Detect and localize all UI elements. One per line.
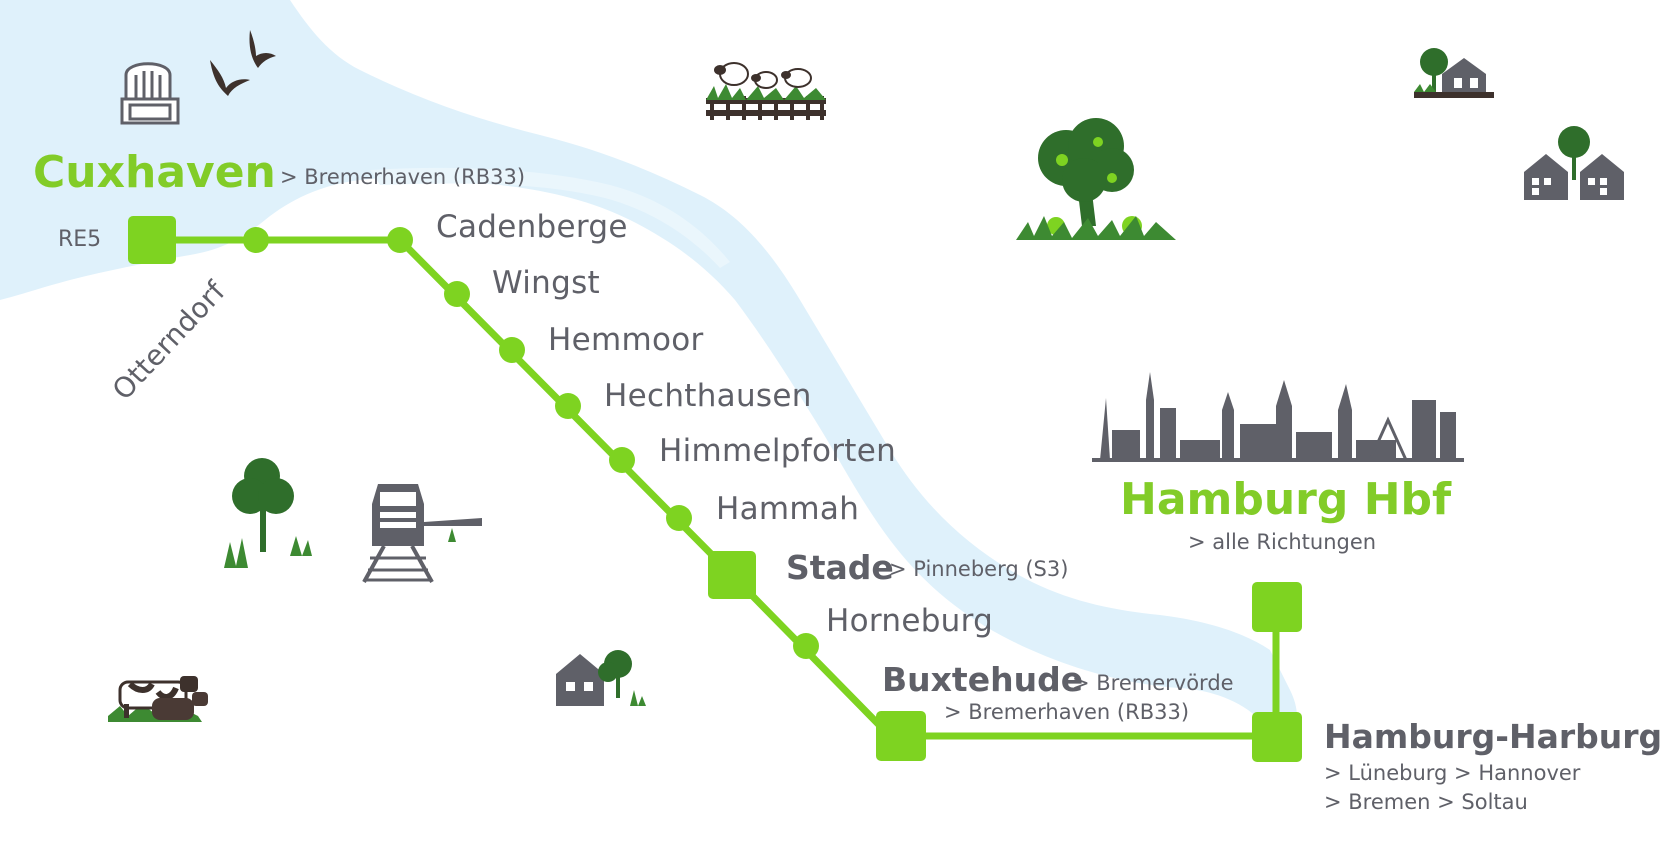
- train-icon: [362, 484, 482, 583]
- station-horneburg[interactable]: Horneburg: [826, 603, 994, 639]
- connection-buxtehude-2: > Bremerhaven (RB33): [944, 700, 1190, 724]
- stop-hammah[interactable]: [666, 505, 692, 531]
- stop-cadenberge[interactable]: [387, 227, 413, 253]
- station-stade[interactable]: Stade: [786, 548, 894, 587]
- stop-otterndorf[interactable]: [243, 227, 269, 253]
- stop-wingst[interactable]: [444, 281, 470, 307]
- connection-hbf: > alle Richtungen: [1188, 530, 1377, 554]
- birds-icon: [210, 30, 276, 96]
- stop-cuxhaven[interactable]: [128, 216, 176, 264]
- station-cadenberge[interactable]: Cadenberge: [436, 209, 628, 245]
- connection-buxtehude-1: > Bremervörde: [1072, 671, 1234, 695]
- line-label-re5: RE5: [58, 227, 102, 252]
- cows-icon: [108, 676, 208, 722]
- hamburg-skyline-icon: [1092, 372, 1464, 462]
- beach-chair-icon: [120, 62, 180, 125]
- station-hemmoor[interactable]: Hemmoor: [548, 322, 704, 358]
- station-himmelpforten[interactable]: Himmelpforten: [659, 433, 897, 469]
- station-buxtehude[interactable]: Buxtehude: [882, 660, 1084, 699]
- stop-hechthausen[interactable]: [555, 393, 581, 419]
- stop-stade[interactable]: [708, 551, 756, 599]
- stop-himmelpforten[interactable]: [609, 447, 635, 473]
- tree-icon: [224, 458, 312, 568]
- village-houses-icon: [1524, 126, 1624, 200]
- stop-horneburg[interactable]: [793, 633, 819, 659]
- connection-harburg-1: > Lüneburg > Hannover: [1324, 761, 1581, 785]
- station-wingst[interactable]: Wingst: [492, 265, 601, 301]
- station-cuxhaven[interactable]: Cuxhaven: [33, 147, 276, 198]
- station-hamburg-hbf[interactable]: Hamburg Hbf: [1120, 474, 1452, 525]
- apple-tree-icon: [1016, 118, 1176, 240]
- connection-stade: > Pinneberg (S3): [889, 557, 1069, 581]
- connection-cuxhaven: > Bremerhaven (RB33): [280, 165, 526, 189]
- station-hamburg-harburg[interactable]: Hamburg-Harburg: [1324, 717, 1663, 756]
- station-hammah[interactable]: Hammah: [716, 491, 860, 527]
- elbe-river: [0, 0, 1297, 745]
- stop-hemmoor[interactable]: [499, 337, 525, 363]
- farmhouse-icon: [1414, 48, 1494, 98]
- stop-hamburg-hbf[interactable]: [1252, 582, 1302, 632]
- stops: [128, 216, 1302, 762]
- stop-buxtehude[interactable]: [876, 711, 926, 761]
- stop-hamburg-harburg[interactable]: [1252, 712, 1302, 762]
- sheep-pasture-icon: [706, 62, 826, 120]
- house-tree-icon: [556, 650, 646, 706]
- connection-harburg-2: > Bremen > Soltau: [1324, 790, 1528, 814]
- station-hechthausen[interactable]: Hechthausen: [604, 378, 812, 414]
